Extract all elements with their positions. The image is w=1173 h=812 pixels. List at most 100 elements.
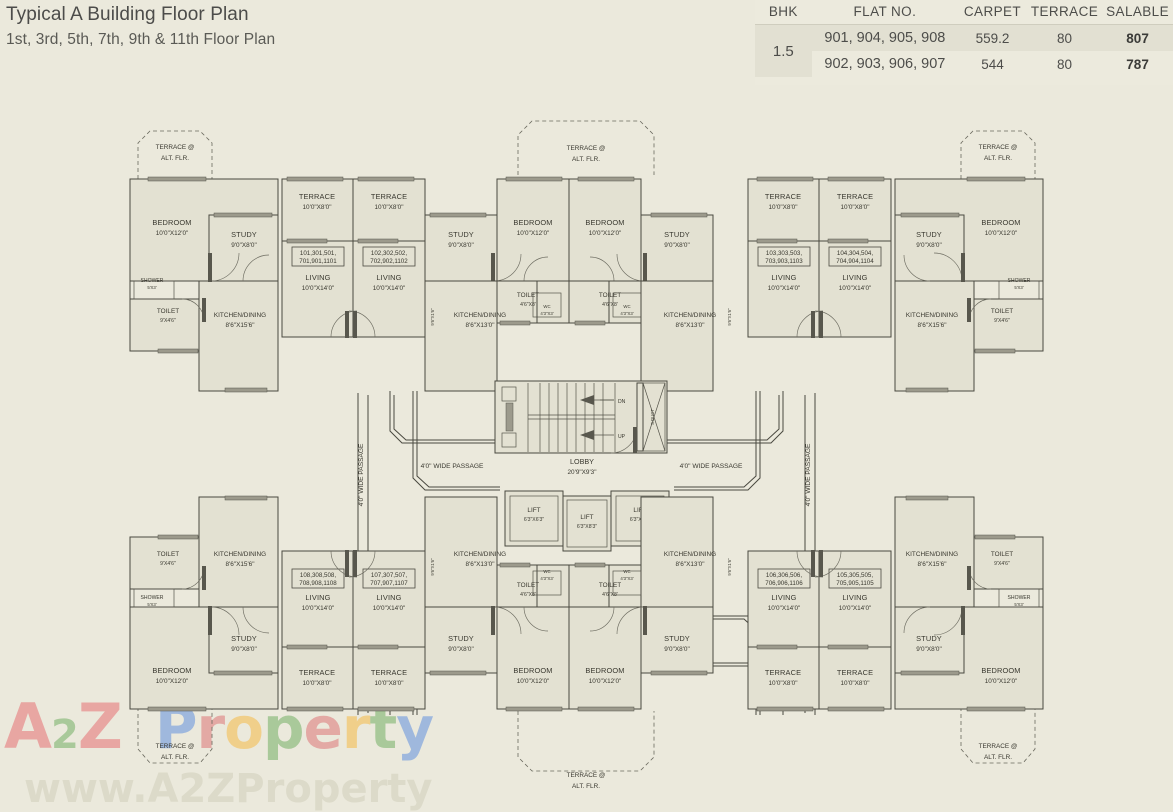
label-bedroom: BEDROOM [585,218,624,227]
flat-no-line2: 703,903,1103 [765,258,803,265]
label-bedroom-dim: 10'0"X12'0" [517,678,550,685]
window [577,176,635,182]
door-leaf [967,298,971,322]
flat-no-line2: 701,901,1101 [299,258,337,265]
lift-2-inner [566,499,608,548]
label-bedroom: BEDROOM [513,666,552,675]
label-up: UP [618,434,626,440]
room-toilet-bl [129,536,209,590]
label-living: LIVING [376,593,401,602]
room-terrace-br1 [747,646,820,710]
label-kitchen: KITCHEN/DINING [906,551,958,558]
stair-direction-arrows: DN UP [580,395,626,440]
door-leaf [961,253,965,282]
label-kitchen-dim: 8'6"X13'0" [675,561,704,568]
label-terrace-dim: 10'0"X8'0" [768,204,797,211]
label-study: STUDY [231,230,257,239]
label-shower: SHOWER [141,278,164,284]
label-toilet-dim: 9'X4'6" [994,561,1010,567]
label-shower: SHOWER [1008,595,1031,601]
column-header-bhk: BHK [755,0,812,25]
door-leaf [819,311,823,338]
label-terrace: TERRACE [299,192,335,201]
window [505,176,563,182]
window [429,670,487,676]
flat-no-line2: 702,902,1102 [370,258,408,265]
label-kitchen-dim: 8'6"X13'0" [465,561,494,568]
door-leaf [353,311,357,338]
flat-no-box-br1 [757,568,811,589]
label-kitchen-dim: 8'6"X15'6" [917,322,946,329]
label-kitchen: KITCHEN/DINING [214,312,266,319]
flat-no-line2: 707,907,1107 [370,580,408,587]
label-toilet: TOILET [157,308,179,315]
flat-no-line2: 706,906,1106 [765,580,803,587]
label-study: STUDY [916,634,942,643]
label-living-dim: 10'0"X14'0" [768,285,801,292]
label-wc: WC [623,569,630,574]
flat-no-line1: 108,308,508, [300,572,336,579]
window [224,495,268,501]
door-leaf [967,566,971,590]
flat-no-line1: 101,301,501, [300,250,336,257]
terrace-alt-labels: TERRACE @ ALT. FLR. TERRACE @ ALT. FLR. … [156,144,1018,790]
label-living-dim: 10'0"X14'0" [302,605,335,612]
room-study-tc-left [424,214,498,282]
label-shower: SHOWER [141,595,164,601]
label-vdim: 9'6"X1'6" [727,308,732,326]
label-study-dim: 9'0"X8'0" [916,242,941,249]
label-terrace-dim: 10'0"X8'0" [768,680,797,687]
label-shower: SHOWER [1008,278,1031,284]
lift-1-inner [509,495,559,542]
door-leaf [491,253,495,282]
window [577,706,635,712]
shower-inner-bl [133,588,175,608]
label-living: LIVING [771,593,796,602]
flat-schedule-table: BHK FLAT NO. CARPET TERRACE SALABLE 1.5 … [755,0,1173,85]
label-study-dim: 9'0"X8'0" [448,242,473,249]
wing-top-right: BEDROOM 10'0"X12'0" STUDY 9'0"X8'0" SHOW… [747,176,1044,393]
page-header: Typical A Building Floor Plan 1st, 3rd, … [6,4,275,49]
door-leaf [491,606,495,635]
label-terrace-dim: 10'0"X8'0" [374,680,403,687]
terrace-alt-line1: TERRACE @ [979,144,1018,151]
window [827,176,885,182]
label-wc-dim: 4'3"X3' [540,576,553,581]
door-leaf [643,606,647,635]
label-living-dim: 10'0"X14'0" [839,285,872,292]
cell-carpet: 559.2 [958,24,1027,51]
label-bedroom-dim: 10'0"X12'0" [156,230,189,237]
wing-bottom-left: BEDROOM 10'0"X12'0" STUDY 9'0"X8'0" SHOW… [129,495,426,712]
label-kitchen: KITCHEN/DINING [454,312,506,319]
label-kitchen: KITCHEN/DINING [214,551,266,558]
label-toilet: TOILET [599,582,621,589]
label-kitchen-dim: 8'6"X13'0" [675,322,704,329]
window [966,176,1026,182]
label-wc: WC [623,304,630,309]
label-kitchen: KITCHEN/DINING [664,551,716,558]
label-lift-dim: 6'3"X6'3" [524,517,544,523]
window [357,644,399,650]
flat-no-line2: 705,905,1105 [836,580,874,587]
label-toilet: TOILET [991,551,1013,558]
label-living: LIVING [305,273,330,282]
door-leaf [633,427,637,453]
flat-no-line1: 102,302,502, [371,250,407,257]
label-passage-vertical-left: 4'0" WIDE PASSAGE [358,443,365,506]
room-terrace-br2 [818,646,892,710]
label-study-dim: 9'0"X8'0" [231,242,256,249]
cell-carpet: 544 [981,56,1004,72]
cell-terrace: 80 [1026,24,1103,51]
room-kitchen-bc-left [424,496,498,608]
label-bedroom-dim: 10'0"X12'0" [156,678,189,685]
wing-bottom-center: KITCHEN/DINING 8'6"X13'0" KITCHEN/DINING… [424,496,732,712]
column-header-carpet: CARPET [958,0,1027,25]
room-wc-tc-left [536,280,570,324]
label-wc: WC [543,569,550,574]
label-terrace-dim: 10'0"X8'0" [840,204,869,211]
window [286,238,328,244]
room-living-br1 [747,550,820,648]
door-leaf [345,550,349,577]
label-living: LIVING [842,273,867,282]
room-study-bc-right [640,606,714,674]
